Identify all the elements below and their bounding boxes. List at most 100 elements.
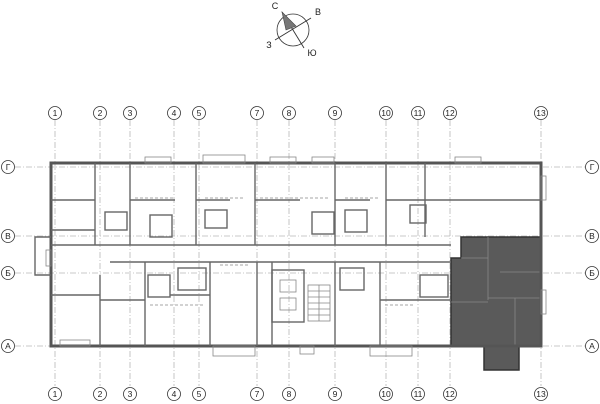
- axis-label: 9: [333, 389, 338, 399]
- axis-label: 9: [333, 108, 338, 118]
- compass-north-arrow: [281, 11, 297, 31]
- bathroom: [339, 267, 365, 291]
- bathroom: [419, 274, 449, 298]
- bathroom: [177, 267, 207, 291]
- compass-label-east: В: [315, 7, 321, 17]
- bathroom: [149, 214, 173, 238]
- axis-bubble: [192, 106, 206, 120]
- axis-label: 7: [255, 389, 260, 399]
- axis-label: 2: [98, 389, 103, 399]
- axis-label: 2: [98, 108, 103, 118]
- axis-bubble: [585, 160, 599, 174]
- window: [454, 156, 482, 164]
- axis-label: 13: [536, 389, 546, 399]
- window: [540, 289, 547, 315]
- axis-label: 5: [197, 389, 202, 399]
- axis-label: 5: [197, 108, 202, 118]
- axis-bubble: [282, 387, 296, 401]
- axis-label: А: [5, 341, 11, 351]
- axis-label: 11: [414, 389, 423, 399]
- axis-bubble: [1, 266, 15, 280]
- stair-core: [271, 269, 305, 323]
- compass-axis-we: [274, 17, 312, 41]
- axis-label: 3: [128, 108, 133, 118]
- window: [311, 156, 335, 164]
- axis-bubble: [123, 106, 137, 120]
- axis-bubble: [411, 387, 425, 401]
- axis-label: 8: [287, 108, 292, 118]
- axis-bubble: [585, 229, 599, 243]
- axis-bubble: [411, 106, 425, 120]
- axis-bubble: [585, 266, 599, 280]
- compass-ring: [276, 13, 310, 47]
- axis-bubble: [282, 106, 296, 120]
- axis-label: 1: [53, 108, 58, 118]
- axis-bubble: [167, 106, 181, 120]
- window: [540, 175, 547, 201]
- axis-bubble: [123, 387, 137, 401]
- bathroom: [104, 211, 128, 231]
- window: [144, 156, 172, 164]
- axis-bubble: [250, 106, 264, 120]
- bathroom: [311, 211, 335, 235]
- compass-label-north: С: [272, 1, 279, 11]
- axis-bubble: [328, 106, 342, 120]
- axis-label: 7: [255, 108, 260, 118]
- axis-bubble: [534, 387, 548, 401]
- interior-walls: [51, 163, 541, 346]
- window: [45, 249, 52, 267]
- axis-bubble: [48, 106, 62, 120]
- axis-label: Г: [6, 162, 11, 172]
- axis-bubble: [192, 387, 206, 401]
- axis-markers-top: 1 2 3 4 5 7 8 9 10 11 12 13: [48, 106, 548, 120]
- axis-bubble: [1, 229, 15, 243]
- window: [369, 345, 413, 357]
- bathroom: [204, 209, 228, 229]
- axis-label: 10: [381, 108, 391, 118]
- axis-bubble: [93, 106, 107, 120]
- compass: С В Ю З: [266, 1, 321, 58]
- axis-label: 11: [414, 108, 423, 118]
- window: [299, 345, 315, 355]
- compass-label-west: З: [266, 40, 271, 50]
- elevator: [279, 279, 297, 293]
- axis-label: В: [589, 231, 595, 241]
- axis-markers-left: Г В Б А: [1, 160, 15, 353]
- axis-bubble: [48, 387, 62, 401]
- axis-label: Б: [589, 268, 595, 278]
- axis-bubble: [1, 160, 15, 174]
- axis-bubble: [379, 387, 393, 401]
- compass-label-south: Ю: [307, 48, 316, 58]
- axis-bubble: [93, 387, 107, 401]
- axis-bubble: [443, 387, 457, 401]
- axis-bubble: [443, 106, 457, 120]
- window: [212, 345, 256, 357]
- axis-markers-bottom: 1 2 3 4 5 7 8 9 10 11 12 13: [48, 387, 548, 401]
- axis-bubble: [1, 339, 15, 353]
- bathroom: [147, 274, 171, 298]
- axis-bubble: [379, 106, 393, 120]
- window: [202, 154, 246, 164]
- axis-label: 3: [128, 389, 133, 399]
- axis-bubble: [585, 339, 599, 353]
- elevator: [279, 297, 297, 311]
- axis-label: 10: [381, 389, 391, 399]
- axis-bubble: [534, 106, 548, 120]
- highlighted-apartment-area[interactable]: [450, 236, 542, 371]
- axis-label: А: [589, 341, 595, 351]
- axis-label: Б: [5, 268, 11, 278]
- axis-label: Г: [590, 162, 595, 172]
- axis-bubble: [250, 387, 264, 401]
- window: [59, 339, 91, 347]
- axis-bubble: [328, 387, 342, 401]
- window: [269, 156, 297, 164]
- highlighted-apartment[interactable]: [450, 236, 542, 371]
- axis-bubble: [167, 387, 181, 401]
- stairs: [307, 284, 331, 322]
- bathroom: [409, 204, 427, 224]
- exterior-wall: [34, 236, 51, 276]
- bathroom: [344, 209, 368, 233]
- axis-label: 4: [172, 389, 177, 399]
- axis-label: 8: [287, 389, 292, 399]
